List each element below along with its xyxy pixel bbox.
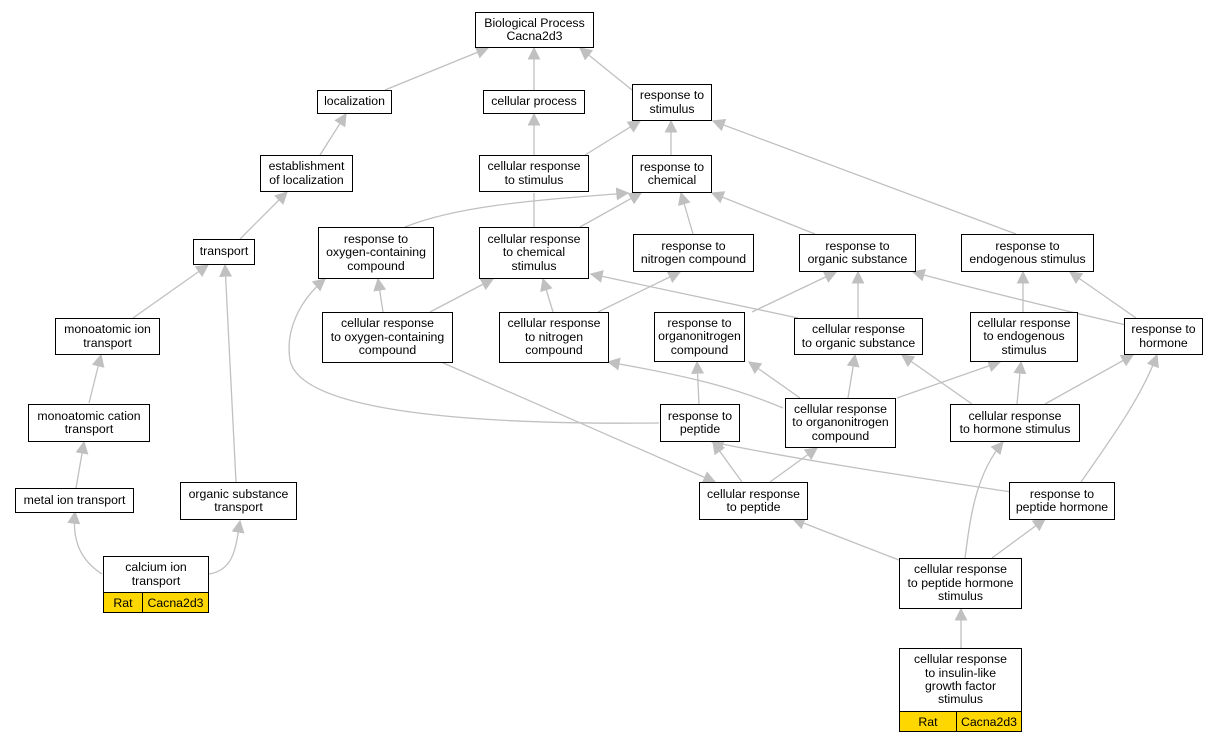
edge [712, 440, 743, 483]
edge [88, 353, 105, 404]
edge [710, 437, 1012, 493]
node-cellular-process[interactable]: cellular process [483, 90, 585, 114]
node-cellular-response-to-organonitrogen-compound[interactable]: cellular response to organonitrogen comp… [785, 398, 896, 448]
node-localization[interactable]: localization [317, 90, 392, 114]
edge [404, 187, 630, 228]
node-response-to-stimulus[interactable]: response to stimulus [632, 84, 712, 121]
node-cellular-response-to-chemical-stimulus[interactable]: cellular response to chemical stimulus [479, 227, 589, 279]
annotation-gene: Cacna2d3 [142, 593, 208, 612]
annotation-gene: Cacna2d3 [956, 712, 1021, 731]
edge [219, 263, 237, 483]
node-cellular-response-to-insulin-like-growth-factor-stimulus[interactable]: cellular response to insulin-like growth… [899, 648, 1022, 712]
node-calcium-ion-transport[interactable]: calcium ion transport [103, 556, 209, 593]
edge [1068, 271, 1137, 319]
node-organic-substance-transport[interactable]: organic substance transport [180, 482, 297, 520]
node-metal-ion-transport[interactable]: metal ion transport [15, 488, 134, 513]
edge [429, 278, 495, 313]
node-cellular-response-to-hormone-stimulus[interactable]: cellular response to hormone stimulus [950, 404, 1080, 442]
annotation-row-calcium-ion-transport: Rat Cacna2d3 [103, 592, 209, 613]
edge [540, 277, 554, 313]
edge [584, 120, 642, 156]
edge [791, 517, 900, 561]
edge [710, 191, 816, 235]
edge [747, 361, 801, 399]
node-response-to-peptide[interactable]: response to peptide [660, 404, 740, 442]
node-response-to-peptide-hormone[interactable]: response to peptide hormone [1009, 482, 1115, 520]
edge [896, 359, 1002, 399]
node-response-to-organonitrogen-compound[interactable]: response to organonitrogen compound [654, 312, 745, 362]
edge [239, 191, 288, 240]
annotation-species: Rat [918, 714, 938, 729]
annotation-species: Rat [113, 595, 133, 610]
node-cellular-response-to-nitrogen-compound[interactable]: cellular response to nitrogen compound [499, 312, 609, 363]
node-response-to-organic-substance[interactable]: response to organic substance [799, 234, 916, 272]
node-transport[interactable]: transport [193, 239, 255, 265]
edge [911, 268, 1127, 326]
edge [208, 519, 245, 575]
node-response-to-hormone[interactable]: response to hormone [1124, 318, 1203, 355]
node-monoatomic-ion-transport[interactable]: monoatomic ion transport [55, 318, 160, 355]
edge [846, 353, 860, 399]
edge [606, 357, 784, 409]
edge [589, 270, 799, 319]
edge [991, 518, 1047, 559]
edge [373, 277, 387, 313]
edge [1044, 354, 1135, 405]
annotation-row-insulin-like-growth-factor: Rat Cacna2d3 [899, 711, 1022, 732]
node-cellular-response-to-peptide[interactable]: cellular response to peptide [699, 482, 808, 520]
node-response-to-oxygen-containing-compound[interactable]: response to oxygen-containing compound [318, 227, 434, 279]
edge [319, 112, 347, 156]
edge [132, 264, 210, 319]
edge [711, 118, 1017, 235]
edge [1080, 353, 1159, 483]
edge [288, 278, 660, 424]
edge [533, 193, 641, 228]
edge [900, 354, 973, 405]
edge [678, 191, 694, 235]
edge [751, 271, 838, 313]
node-cellular-response-to-oxygen-containing-compound[interactable]: cellular response to oxygen-containing c… [322, 312, 453, 363]
node-monoatomic-cation-transport[interactable]: monoatomic cation transport [28, 404, 150, 442]
edge [75, 440, 89, 489]
node-response-to-endogenous-stimulus[interactable]: response to endogenous stimulus [961, 234, 1094, 272]
edge [67, 510, 103, 575]
node-response-to-nitrogen-compound[interactable]: response to nitrogen compound [633, 234, 754, 272]
node-cellular-response-to-endogenous-stimulus[interactable]: cellular response to endogenous stimulus [970, 312, 1078, 362]
edge [578, 47, 633, 91]
edge [440, 361, 717, 484]
edge [1013, 360, 1027, 405]
edge [769, 447, 819, 483]
node-establishment-of-localization[interactable]: establishment of localization [260, 155, 353, 192]
edge [597, 271, 682, 313]
node-response-to-chemical[interactable]: response to chemical [632, 155, 712, 193]
node-cellular-response-to-organic-substance[interactable]: cellular response to organic substance [794, 318, 923, 355]
edge [964, 441, 1004, 559]
edge [384, 46, 490, 91]
edge [691, 360, 705, 405]
node-biological-process-root[interactable]: Biological Process Cacna2d3 [475, 12, 594, 48]
node-cellular-response-to-stimulus[interactable]: cellular response to stimulus [479, 155, 589, 192]
node-cellular-response-to-peptide-hormone-stimulus[interactable]: cellular response to peptide hormone sti… [899, 558, 1022, 609]
